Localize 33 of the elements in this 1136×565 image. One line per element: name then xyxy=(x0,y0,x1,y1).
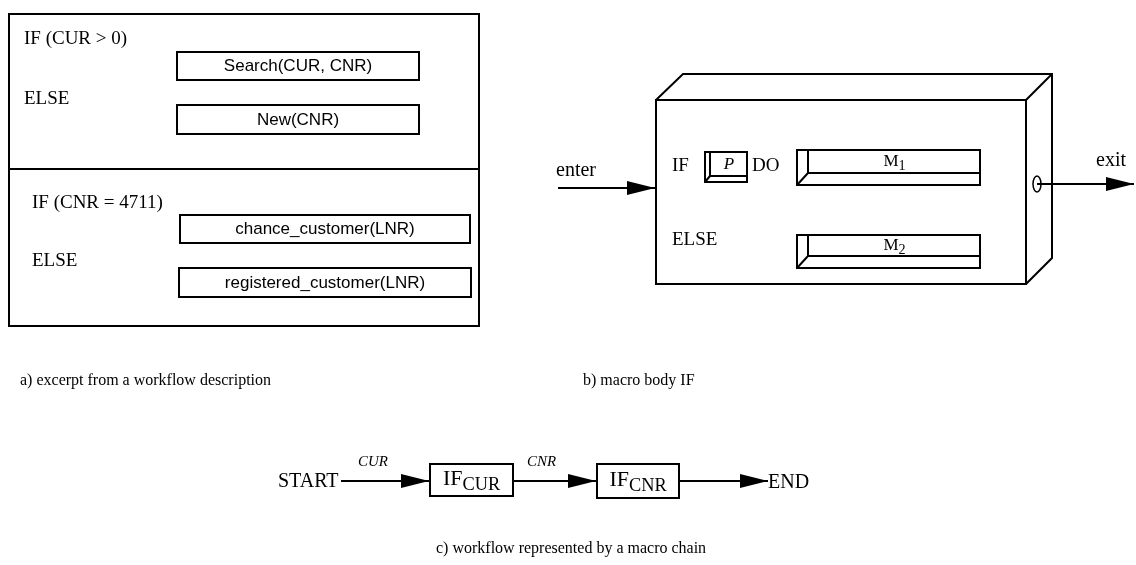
condition-text: IF (CUR > 0) xyxy=(24,27,128,49)
terminal-label: END xyxy=(768,470,818,492)
condition-panel xyxy=(8,168,480,327)
panel-caption: c) workflow represented by a macro chain xyxy=(436,539,707,557)
arrow xyxy=(557,181,656,195)
edge-label: CNR xyxy=(527,454,557,468)
edge-label: CUR xyxy=(358,454,388,468)
function-box: Search(CUR, CNR) xyxy=(176,51,420,81)
function-box: registered_customer(LNR) xyxy=(178,267,472,298)
do-keyword: DO xyxy=(752,154,780,176)
arrow xyxy=(679,474,769,488)
macro-box: IF$_{CNR}$ xyxy=(596,463,680,499)
condition-panel xyxy=(8,13,480,170)
predicate-box: P xyxy=(704,151,748,183)
arrow xyxy=(513,474,597,488)
arrow xyxy=(1052,177,1135,191)
macro-box: IF$_{CUR}$ xyxy=(429,463,514,497)
else-text: ELSE xyxy=(24,87,70,109)
panel-caption: a) excerpt from a workflow description xyxy=(20,371,271,389)
function-box: chance_customer(LNR) xyxy=(179,214,471,244)
macro-box: M$_{1}$ xyxy=(796,149,981,186)
terminal-label: enter xyxy=(556,158,606,180)
macro-body-cube xyxy=(655,73,1053,285)
terminal-label: exit xyxy=(1096,148,1136,170)
else-keyword: ELSE xyxy=(672,228,718,250)
function-box: New(CNR) xyxy=(176,104,420,135)
else-text: ELSE xyxy=(32,249,78,271)
macro-box: M$_{2}$ xyxy=(796,234,981,269)
terminal-label: START xyxy=(278,469,340,493)
arrow xyxy=(340,474,430,488)
panel-caption: b) macro body IF xyxy=(583,371,695,389)
if-keyword: IF xyxy=(672,154,689,176)
condition-text: IF (CNR = 4711) xyxy=(32,191,163,213)
